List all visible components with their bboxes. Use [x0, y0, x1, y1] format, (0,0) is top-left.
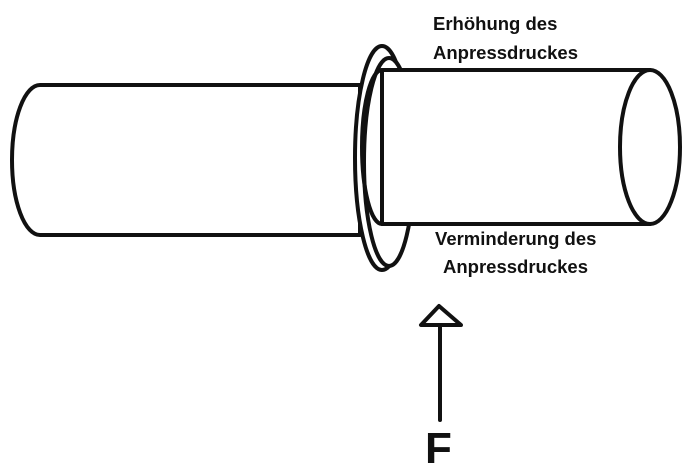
large-shaft — [360, 68, 682, 226]
force-arrow: F — [419, 304, 463, 466]
large-shaft-body — [380, 68, 652, 226]
label-pressure-increase-line2: Anpressdruckes — [433, 42, 578, 63]
small-shaft-body — [10, 83, 362, 237]
force-label: F — [425, 424, 452, 466]
label-pressure-decrease-line2: Anpressdruckes — [443, 256, 588, 277]
label-pressure-increase-line1: Erhöhung des — [433, 13, 557, 34]
label-pressure-decrease-line1: Verminderung des — [435, 228, 596, 249]
large-shaft-end-face — [618, 68, 682, 226]
large-shaft-collar-edge — [360, 68, 384, 226]
small-shaft — [10, 83, 362, 237]
label-pressure-decrease: Verminderung des Anpressdruckes — [435, 228, 596, 277]
label-pressure-increase: Erhöhung des Anpressdruckes — [433, 13, 578, 63]
force-arrow-head — [419, 304, 463, 327]
